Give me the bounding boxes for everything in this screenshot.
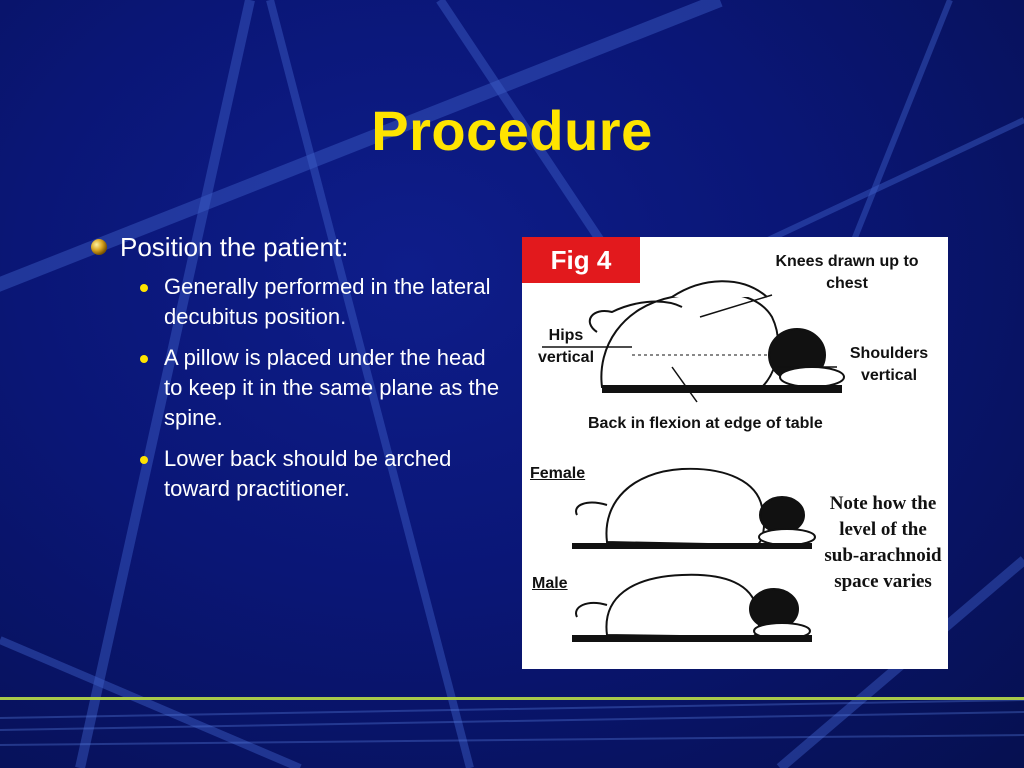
label-back-flexion: Back in flexion at edge of table [588,415,823,432]
label-hips: Hips vertical [537,327,595,366]
bullet-text: Position the patient: [120,232,349,262]
footer-divider [0,697,1024,700]
sub-bullet-text: Lower back should be arched toward pract… [164,446,452,501]
bullet-dot-icon [140,284,148,292]
bullet-dot-icon [140,456,148,464]
sub-bullet-item: A pillow is placed under the head to kee… [140,343,500,433]
slide-title: Procedure [371,99,653,162]
bullet-item: Position the patient: [90,232,500,262]
figure-positioning: Fig 4 Knees drawn up to chest Hips verti… [522,237,948,669]
bullet-sphere-icon [91,239,107,255]
sub-bullet-list: Generally performed in the lateral decub… [90,272,500,504]
label-knees: Knees drawn up to chest [775,253,919,292]
note-subarachnoid: Note how the level of the sub-arachnoid … [824,493,942,592]
sub-bullet-text: Generally performed in the lateral decub… [164,274,491,329]
sub-bullet-item: Generally performed in the lateral decub… [140,272,500,332]
sub-bullet-item: Lower back should be arched toward pract… [140,444,500,504]
bullet-dot-icon [140,355,148,363]
label-male: Male [532,575,568,592]
figure-label: Fig 4 [522,237,640,283]
label-female: Female [530,465,586,482]
bullet-list: Position the patient: Generally performe… [90,232,500,515]
sub-bullet-text: A pillow is placed under the head to kee… [164,345,500,430]
patient-position-illustration [542,280,845,642]
label-shoulders: Shoulders vertical [849,345,929,384]
